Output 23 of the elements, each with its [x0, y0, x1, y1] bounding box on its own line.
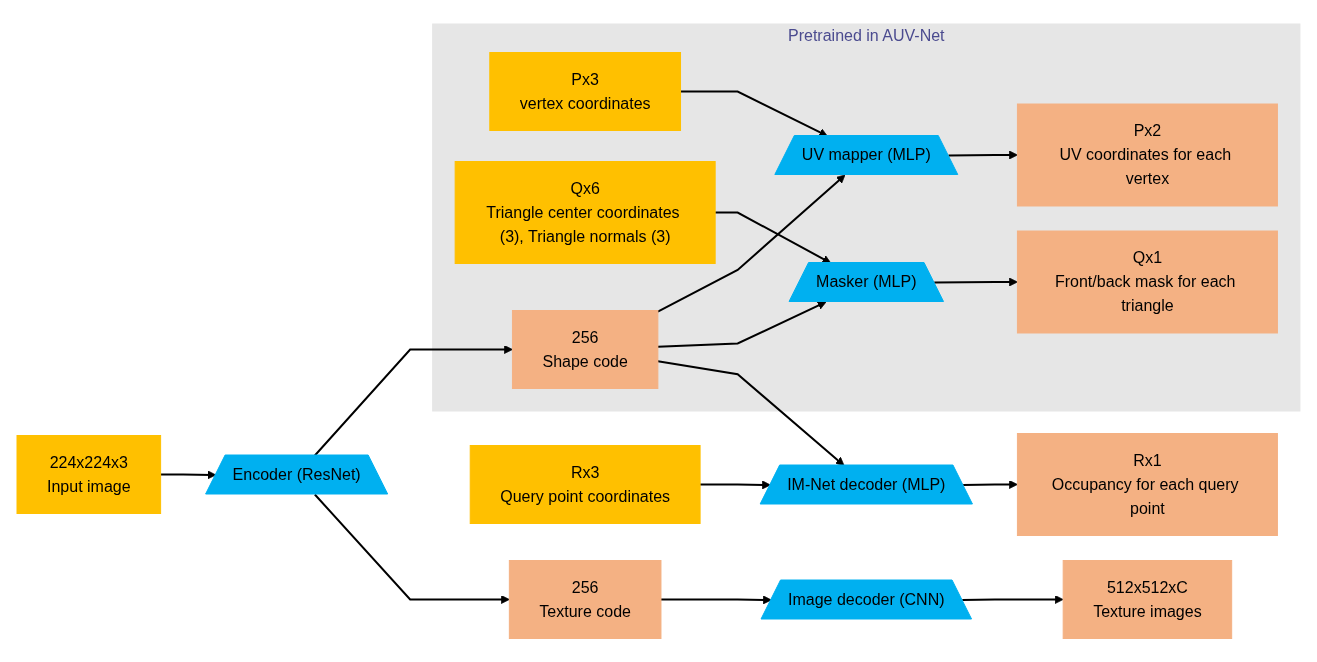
- arrow: [656, 174, 846, 313]
- arrow: [679, 90, 828, 137]
- arrow: [159, 470, 217, 480]
- node-box: Qx1 Front/back mask for each triangle: [1016, 230, 1278, 334]
- node-box: Px2 UV coordinates for each vertex: [1016, 103, 1278, 207]
- node-box: Px3 vertex coordinates: [489, 51, 682, 131]
- node-box: Qx6 Triangle center coordinates (3), Triangle normals (3): [454, 160, 716, 264]
- arrow: [947, 150, 1018, 160]
- node-box: 224x224x3 Input image: [16, 434, 162, 514]
- arrow: [656, 360, 845, 466]
- arrow: [962, 479, 1018, 489]
- arrow: [933, 277, 1018, 287]
- node-box: Rx1 Occupancy for each query point: [1016, 432, 1278, 536]
- node-box: 256 Shape code: [512, 309, 659, 389]
- arrow: [699, 480, 771, 490]
- arrow: [660, 595, 772, 605]
- arrow: [714, 211, 832, 264]
- arrow: [656, 301, 827, 348]
- node-box: Rx3 Query point coordinates: [469, 444, 701, 524]
- arrow: [313, 493, 510, 604]
- node-box: 256 Texture code: [508, 559, 662, 639]
- node-box: 512x512xC Texture images: [1062, 559, 1233, 639]
- arrow: [961, 594, 1064, 604]
